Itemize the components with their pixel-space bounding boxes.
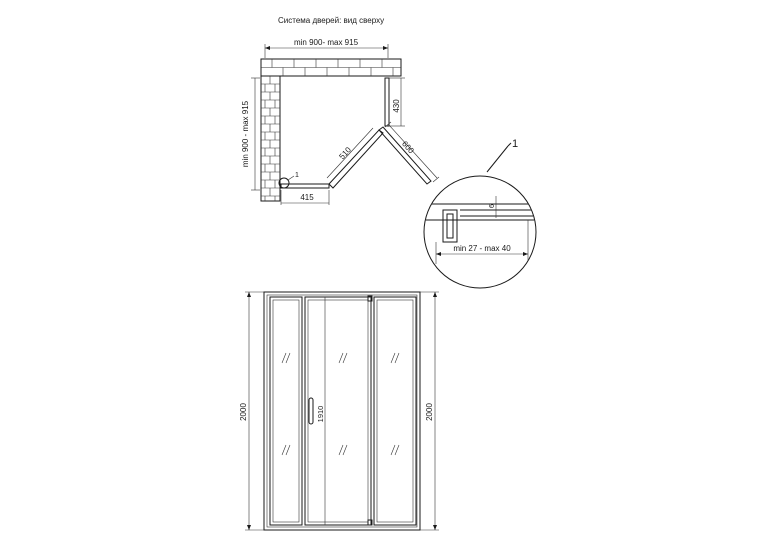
height-right-label: 2000 [425, 403, 434, 421]
bottom-fixed-panel: 415 [280, 183, 330, 205]
dim-6-label: 6 [489, 204, 496, 208]
detail-callout-label: 1 [512, 138, 518, 150]
profile-detail: min 27 - max 40 6 1 [423, 138, 537, 289]
front-elevation: 2000 2000 1910 [239, 291, 439, 531]
plan-callout: 1 [278, 172, 299, 189]
dim-415-label: 415 [300, 193, 314, 202]
width-dim-label: min 900- max 915 [294, 38, 359, 47]
depth-dim-label: min 900 - max 915 [241, 100, 250, 167]
plan-callout-label: 1 [295, 172, 299, 179]
door-handle [308, 397, 314, 425]
left-glass-panel [269, 296, 303, 526]
right-fixed-panel: 430 [384, 77, 405, 127]
diagonal-door-panel: 510 [326, 127, 384, 189]
door-glass-panel [304, 296, 372, 526]
width-dimension: min 900- max 915 [264, 38, 389, 58]
dim-600-label: 600 [400, 139, 416, 155]
height-left-label: 2000 [239, 403, 248, 421]
door-height-label: 1910 [316, 406, 325, 423]
drawing-title: Система дверей: вид сверху [278, 16, 384, 25]
glass-reflection-marks [281, 352, 400, 456]
dim-510-label: 510 [337, 145, 353, 161]
dim-430-label: 430 [392, 99, 401, 113]
right-glass-panel [373, 296, 417, 526]
depth-dimension: min 900 - max 915 [241, 77, 260, 191]
top-brick-wall [260, 58, 402, 77]
profile-range-label: min 27 - max 40 [453, 244, 511, 253]
plan-view: min 900- max 915 min 900 - max 915 430 4… [241, 38, 440, 205]
opened-door: 600 [378, 121, 440, 185]
left-brick-wall [260, 75, 281, 202]
